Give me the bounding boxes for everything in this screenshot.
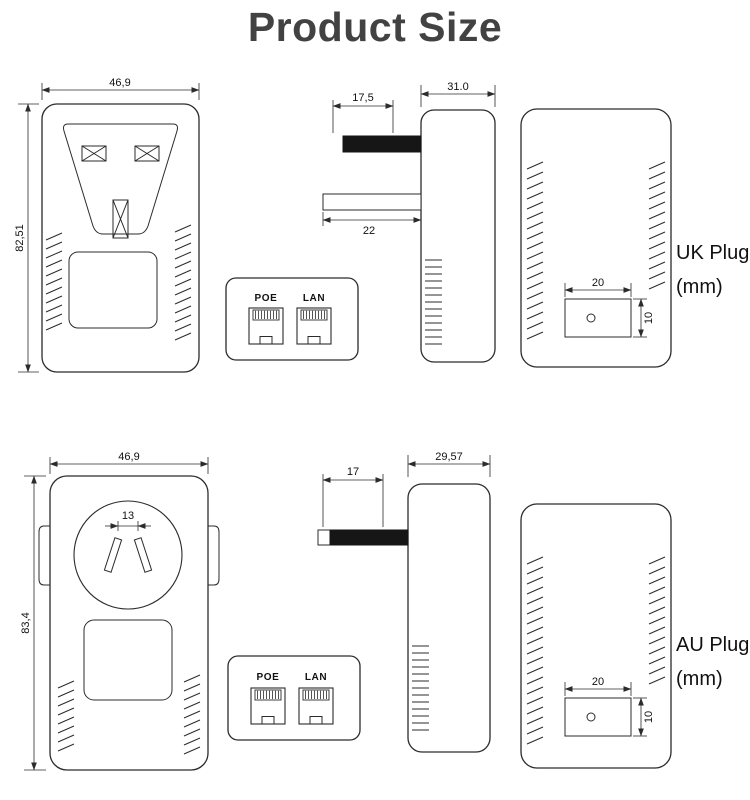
uk-rear-view: 20 10 [513,103,683,375]
au-plug-name: AU Plug [676,634,750,656]
au-slot-width-text: 20 [592,676,604,688]
uk-front-height-text: 82,51 [14,224,26,252]
au-pin-length-text: 17 [347,466,359,478]
au-poe-port [250,687,286,725]
uk-poe-label: POE [255,293,278,304]
au-slot-width-dimension: 20 [564,676,632,696]
uk-front-body [41,103,200,373]
au-socket-ring [73,500,183,610]
page-title: Product Size [247,4,503,50]
uk-plug-label: UK Plug (mm) [676,236,750,305]
uk-plug-name: UK Plug [676,242,750,264]
uk-slot-right [134,145,160,162]
uk-bottom-view: POE LAN [220,272,365,367]
uk-rear-vents-right [648,161,666,290]
uk-side-view: 31.0 17,5 22 [303,80,503,376]
uk-plug-unit: (mm) [676,276,723,299]
au-slot-left [103,537,123,573]
uk-lan-label: LAN [303,293,325,304]
au-front-body [49,475,209,771]
uk-front-view: 46,9 82,51 [12,74,222,380]
uk-label-recess [68,251,158,329]
au-pin-length-dimension: 17 [322,466,384,527]
au-connector-recess [564,697,632,737]
uk-slot-width-dimension: 20 [564,277,632,297]
uk-slot-left [81,145,107,162]
au-depth-text: 29,57 [435,451,463,463]
au-rear-vents-left [526,556,544,745]
uk-side-body [420,109,496,363]
au-pin-gap-dimension: 13 [105,510,151,531]
au-front-height-dimension: 83,4 [20,475,46,771]
uk-connector-hole [586,313,596,323]
au-connector-hole [586,712,596,722]
au-depth-dimension: 29,57 [407,451,491,477]
au-slot-height-dimension: 10 [633,697,655,737]
uk-side-vents [425,259,442,345]
au-plug-label: AU Plug (mm) [676,628,750,697]
au-slot-height-text: 10 [643,711,655,723]
uk-line-pin [322,193,422,211]
uk-rear-vents-left [526,161,544,340]
uk-pin-span-dimension: 22 [322,212,422,237]
uk-slot-width-text: 20 [592,277,604,289]
au-slot-right [133,537,153,573]
uk-rear-body [520,108,672,368]
au-front-height-text: 83,4 [20,612,32,633]
au-bottom-body [227,655,361,741]
au-pin [329,529,409,546]
uk-bottom-body [225,277,359,361]
au-front-vents-left [57,680,75,752]
au-poe-label: POE [257,672,280,683]
au-plug-unit: (mm) [676,668,723,691]
uk-socket-face [63,123,178,235]
uk-slot-height-text: 10 [643,312,655,324]
uk-front-vents-right [174,224,192,341]
au-front-view: 46,9 83,4 13 [18,448,238,784]
au-pin-gap-text: 13 [122,510,134,522]
uk-earth-pin [342,135,422,153]
au-clip-left [38,525,50,586]
au-side-view: 29,57 17 [303,450,503,762]
au-front-vents-right [183,674,201,755]
uk-front-height-dimension: 82,51 [14,103,39,373]
uk-front-vents-left [45,232,63,331]
uk-front-width-text: 46,9 [109,77,130,89]
uk-slot-earth [112,199,129,239]
au-rear-body [520,503,672,769]
au-side-body [407,483,491,753]
uk-poe-port [248,307,284,345]
au-rear-view: 20 10 [513,498,683,776]
au-bottom-view: POE LAN [222,650,367,745]
au-front-width-dimension: 46,9 [49,451,209,474]
au-side-vents [412,645,429,731]
au-clip-right [208,525,220,586]
uk-pin-length-dimension: 17,5 [332,92,394,133]
uk-depth-text: 31.0 [447,81,468,93]
uk-pin-span-text: 22 [363,225,375,237]
uk-front-width-dimension: 46,9 [41,77,200,100]
uk-depth-dimension: 31.0 [420,81,496,107]
uk-pin-length-text: 17,5 [352,92,373,104]
au-rear-vents-right [648,556,666,685]
au-lan-label: LAN [305,672,327,683]
uk-connector-recess [564,298,632,338]
uk-slot-height-dimension: 10 [633,298,655,338]
au-front-width-text: 46,9 [118,451,139,463]
au-label-recess [83,619,173,701]
